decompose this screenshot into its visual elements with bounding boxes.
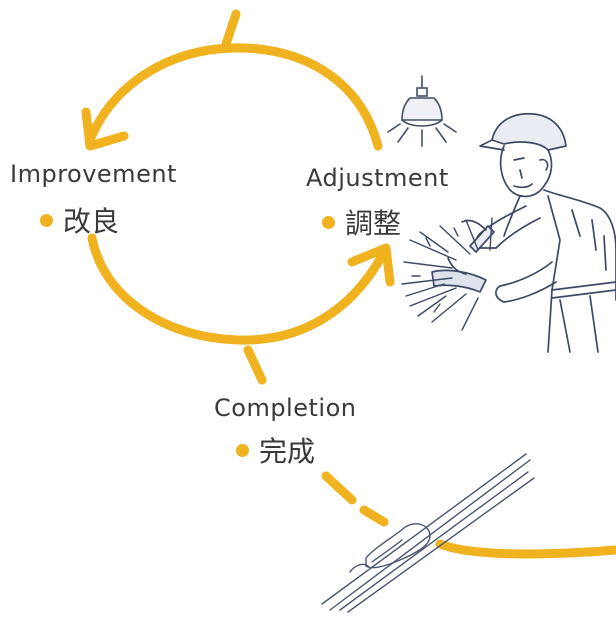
completion-line [435,539,616,559]
completion-bullet-icon [236,443,249,457]
improvement-bullet-icon [40,213,53,227]
completion-dash-1 [321,471,357,505]
cycle-top-tick [221,9,241,49]
arc-adjustment-to-improvement [85,43,383,151]
impact-burst-icon [401,217,493,331]
completion-label-jp-row: 完成 [236,430,315,470]
arc-improvement-to-adjustment [87,233,389,345]
craftsman-hammering-illustration [431,112,616,353]
adjustment-label-en: Adjustment [306,164,449,192]
adjustment-label-jp: 調整 [345,207,402,240]
cycle-bottom-tick [243,345,267,385]
improvement-label-jp-row: 改良 [40,200,119,240]
arrowhead-improvement [81,107,129,151]
completion-label-en: Completion [214,394,357,422]
completion-dash-2 [359,505,389,527]
adjustment-bullet-icon [322,215,335,229]
improvement-label-en: Improvement [10,160,177,188]
cycle-arrows [81,9,616,559]
chopsticks-illustration [321,453,535,613]
hanging-lamp-icon [387,75,457,147]
adjustment-label-jp-row: 調整 [322,202,401,242]
improvement-label-jp: 改良 [63,205,120,238]
arrowhead-adjustment [347,243,395,287]
completion-label-jp: 完成 [259,435,316,468]
